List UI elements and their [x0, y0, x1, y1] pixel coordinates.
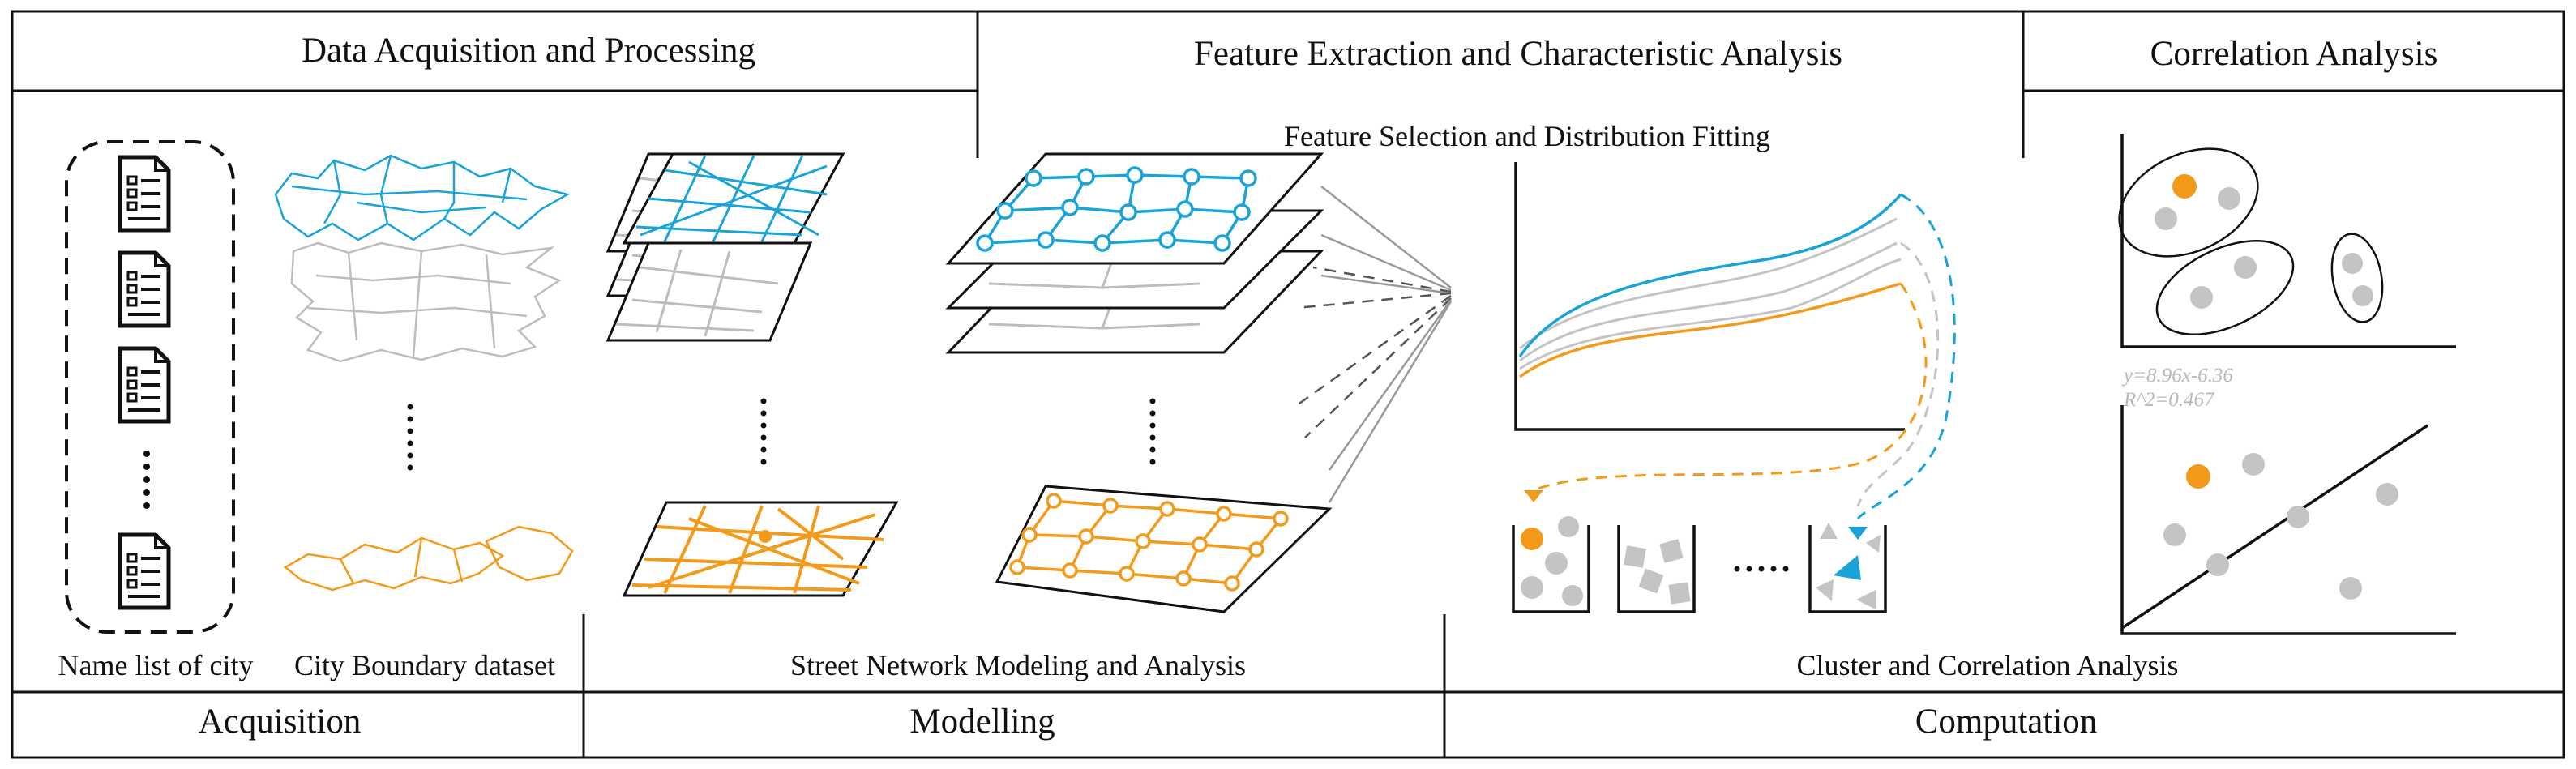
- city-boundary-map: [274, 154, 574, 592]
- document-icon: [120, 348, 169, 421]
- document-icon: [120, 535, 169, 608]
- frame: [11, 10, 2565, 759]
- regression-r2: R^2=0.467: [2124, 389, 2214, 411]
- footer-modelling: Modelling: [909, 703, 1055, 741]
- connector-lines: [1296, 186, 1453, 503]
- caption-street-network: Street Network Modeling and Analysis: [790, 649, 1246, 681]
- caption-name-list: Name list of city: [58, 649, 254, 681]
- document-icon: [120, 157, 169, 230]
- graph-network-layer: [945, 152, 1333, 613]
- header-correlation-analysis: Correlation Analysis: [2150, 35, 2438, 73]
- cluster-box: [1512, 516, 1887, 613]
- footer-acquisition: Acquisition: [198, 703, 362, 741]
- distribution-curve-plot: [1514, 162, 1905, 431]
- regression-plot: [2120, 405, 2456, 635]
- street-network-layer: [605, 152, 899, 597]
- subheader-feature-selection: Feature Selection and Distribution Fitti…: [1284, 120, 1770, 152]
- regression-equation: y=8.96x-6.36: [2124, 365, 2233, 387]
- caption-cluster-correlation: Cluster and Correlation Analysis: [1796, 649, 2179, 681]
- footer-computation: Computation: [1915, 703, 2098, 741]
- name-list-box: [65, 140, 235, 634]
- document-icon: [120, 253, 169, 326]
- scatter-cluster-plot: [2118, 134, 2456, 348]
- header-feature-extraction: Feature Extraction and Characteristic An…: [1193, 35, 1843, 73]
- header-data-acquisition: Data Acquisition and Processing: [301, 32, 756, 70]
- flow-arrows: [1524, 193, 1956, 540]
- caption-boundary: City Boundary dataset: [294, 649, 555, 681]
